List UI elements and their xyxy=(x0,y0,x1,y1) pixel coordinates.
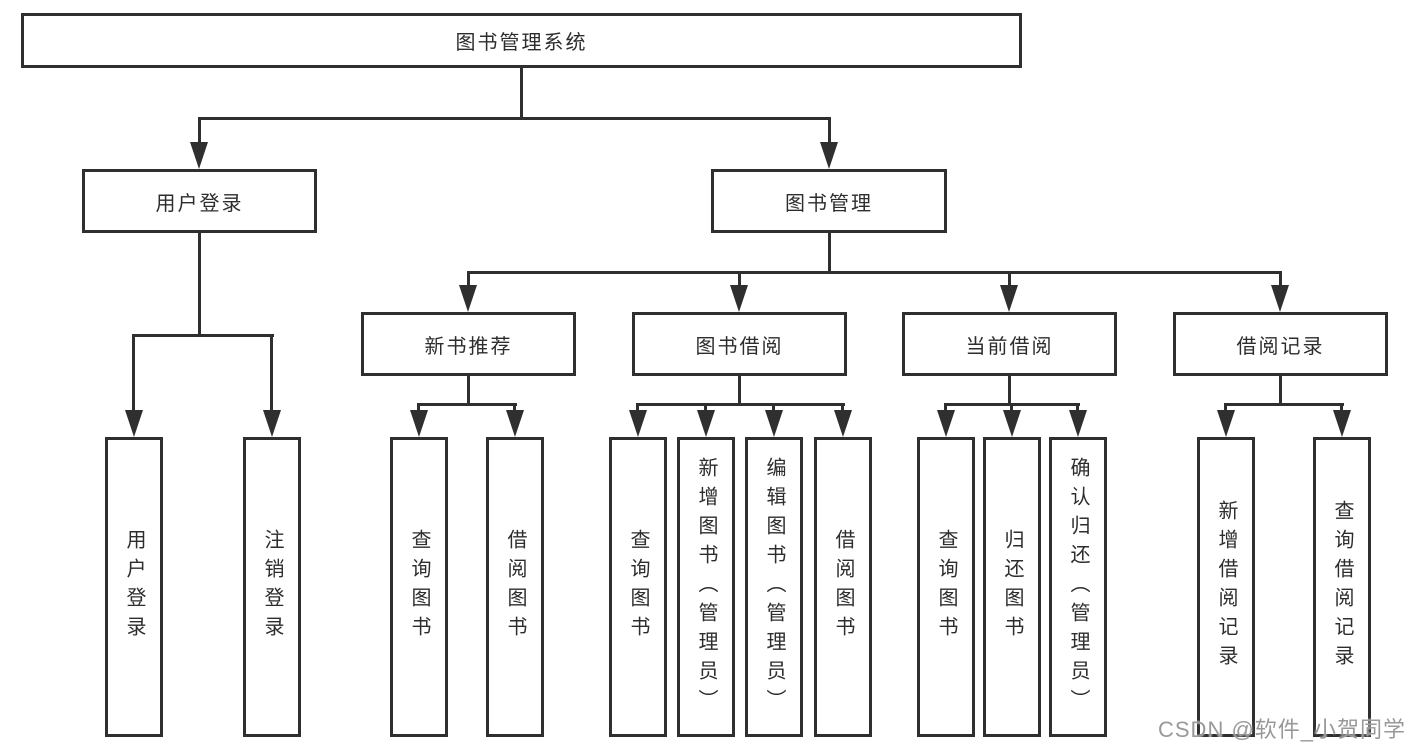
arrowhead-leaf-icon xyxy=(697,410,715,437)
leaf-logout-label: 注销登录 xyxy=(261,529,283,645)
connector-book-mgmt-drop xyxy=(828,117,831,145)
arrowhead-leaf-icon xyxy=(1333,410,1351,437)
node-current-borrow-label: 当前借阅 xyxy=(965,335,1054,358)
connector-borrow-records-drop xyxy=(1279,271,1282,287)
node-user-login-label: 用户登录 xyxy=(155,192,244,215)
leaf-query-borrow-record-label: 查询借阅记录 xyxy=(1331,500,1353,674)
leaf-logout: 注销登录 xyxy=(243,437,301,737)
node-root-label: 图书管理系统 xyxy=(455,32,588,54)
connector-user-login-stem xyxy=(198,233,201,337)
leaf-borrow-books-1-label: 借阅图书 xyxy=(504,529,526,645)
connector-leaf-drop xyxy=(417,403,420,415)
arrowhead-leaf-icon xyxy=(937,410,955,437)
connector-leaf-drop xyxy=(1076,403,1079,415)
connector-user-login-branch xyxy=(132,334,274,337)
connector-book-mgmt-stem xyxy=(828,233,831,274)
leaf-user-login: 用户登录 xyxy=(105,437,163,737)
arrowhead-leaf-icon xyxy=(629,410,647,437)
arrowhead-current-borrow-icon xyxy=(1000,285,1018,312)
leaf-query-borrow-record: 查询借阅记录 xyxy=(1313,437,1371,737)
connector-leaf-drop xyxy=(1224,403,1227,415)
arrowhead-leaf-icon xyxy=(506,410,524,437)
arrowhead-borrow-records-icon xyxy=(1271,285,1289,312)
connector-leaf-drop xyxy=(1010,403,1013,415)
leaf-edit-books-admin: 编辑图书（管理员） xyxy=(745,437,803,737)
connector-book-borrow-drop xyxy=(738,271,741,287)
connector-root-branch xyxy=(198,117,831,120)
connector-leaf-drop xyxy=(841,403,844,415)
connector-logout-leaf-drop xyxy=(270,334,273,412)
connector-leaf-drop xyxy=(513,403,516,415)
leaf-query-books-3-label: 查询图书 xyxy=(935,529,957,645)
connector-leaf-drop xyxy=(944,403,947,415)
connector-leaf-drop xyxy=(1340,403,1343,415)
connector-leaf-drop xyxy=(704,403,707,415)
connector-borrow-records-stem xyxy=(1279,376,1282,406)
leaf-query-books-2: 查询图书 xyxy=(609,437,667,737)
arrowhead-leaf-icon xyxy=(410,410,428,437)
leaf-add-borrow-record: 新增借阅记录 xyxy=(1197,437,1255,737)
node-user-login: 用户登录 xyxy=(82,169,317,233)
watermark: CSDN @软件_小贺同学 xyxy=(1158,717,1405,742)
leaf-add-borrow-record-label: 新增借阅记录 xyxy=(1215,500,1237,674)
connector-book-borrow-stem xyxy=(738,376,741,406)
connector-new-books-branch xyxy=(417,403,517,406)
connector-leaf-drop xyxy=(636,403,639,415)
connector-current-borrow-stem xyxy=(1008,376,1011,406)
connector-login-leaf-drop xyxy=(132,334,135,412)
connector-book-borrow-branch xyxy=(636,403,845,406)
node-book-borrow: 图书借阅 xyxy=(632,312,847,376)
node-book-borrow-label: 图书借阅 xyxy=(695,335,784,358)
connector-current-borrow-drop xyxy=(1008,271,1011,287)
arrowhead-book-borrow-icon xyxy=(730,285,748,312)
leaf-return-books-label: 归还图书 xyxy=(1001,529,1023,645)
node-borrow-records: 借阅记录 xyxy=(1173,312,1388,376)
connector-new-books-stem xyxy=(467,376,470,406)
connector-borrow-records-branch xyxy=(1224,403,1344,406)
node-book-mgmt: 图书管理 xyxy=(711,169,947,233)
connector-user-login-drop xyxy=(198,117,201,145)
connector-book-mgmt-branch xyxy=(467,271,1282,274)
arrowhead-new-books-icon xyxy=(459,285,477,312)
leaf-query-books-2-label: 查询图书 xyxy=(627,529,649,645)
arrowhead-leaf-icon xyxy=(1003,410,1021,437)
arrowhead-logout-leaf-icon xyxy=(263,410,281,437)
connector-leaf-drop xyxy=(772,403,775,415)
leaf-query-books-3: 查询图书 xyxy=(917,437,975,737)
node-new-books-label: 新书推荐 xyxy=(424,335,513,358)
node-new-books: 新书推荐 xyxy=(361,312,576,376)
leaf-query-books-1-label: 查询图书 xyxy=(408,529,430,645)
node-book-mgmt-label: 图书管理 xyxy=(785,192,873,215)
leaf-user-login-label: 用户登录 xyxy=(123,529,145,645)
arrowhead-leaf-icon xyxy=(834,410,852,437)
leaf-confirm-return-admin: 确认归还（管理员） xyxy=(1049,437,1107,737)
leaf-return-books: 归还图书 xyxy=(983,437,1041,737)
leaf-edit-books-admin-label: 编辑图书（管理员） xyxy=(763,456,785,718)
leaf-query-books-1: 查询图书 xyxy=(390,437,448,737)
leaf-borrow-books-2-label: 借阅图书 xyxy=(832,529,854,645)
arrowhead-leaf-icon xyxy=(765,410,783,437)
arrowhead-user-login-icon xyxy=(190,142,208,169)
leaf-confirm-return-admin-label: 确认归还（管理员） xyxy=(1067,456,1089,718)
leaf-borrow-books-1: 借阅图书 xyxy=(486,437,544,737)
arrowhead-login-leaf-icon xyxy=(125,410,143,437)
arrowhead-leaf-icon xyxy=(1069,410,1087,437)
arrowhead-book-mgmt-icon xyxy=(820,142,838,169)
leaf-add-books-admin-label: 新增图书（管理员） xyxy=(695,456,717,718)
leaf-borrow-books-2: 借阅图书 xyxy=(814,437,872,737)
leaf-add-books-admin: 新增图书（管理员） xyxy=(677,437,735,737)
arrowhead-leaf-icon xyxy=(1217,410,1235,437)
node-root: 图书管理系统 xyxy=(21,13,1022,68)
connector-new-books-drop xyxy=(467,271,470,287)
node-current-borrow: 当前借阅 xyxy=(902,312,1117,376)
node-borrow-records-label: 借阅记录 xyxy=(1236,335,1325,358)
connector-root-stem xyxy=(520,68,523,120)
